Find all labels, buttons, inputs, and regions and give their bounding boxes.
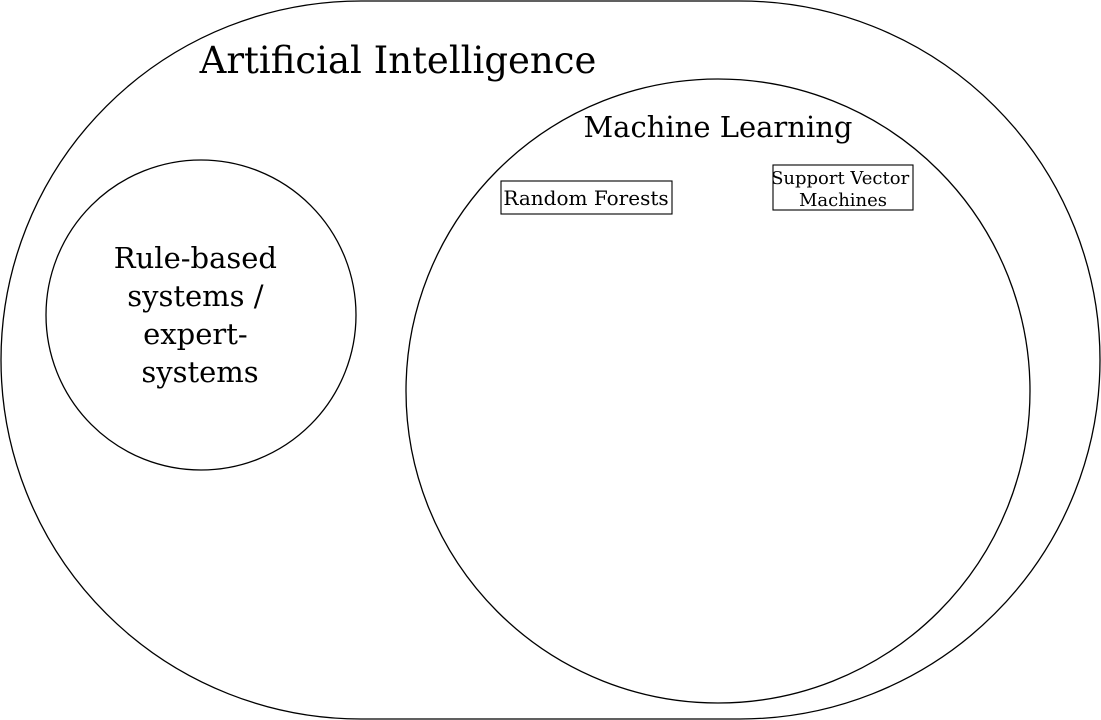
rule-based-label-line-4: systems bbox=[141, 355, 258, 389]
rule-based-label-line-1: Rule-based bbox=[114, 241, 277, 275]
random-forests-label: Random Forests bbox=[503, 186, 668, 210]
svm-label-line-2: Machines bbox=[799, 190, 887, 211]
rule-based-label-line-2: systems / bbox=[127, 279, 264, 313]
rule-based-label-line-3: expert- bbox=[143, 317, 248, 351]
rule-based-label: Rule-based systems / expert- systems bbox=[114, 241, 286, 389]
ml-region bbox=[405, 78, 1031, 704]
ai-label: Artificial Intelligence bbox=[199, 39, 597, 82]
svm-label: Support Vector Machines bbox=[771, 168, 915, 211]
ml-label: Machine Learning bbox=[583, 110, 852, 144]
svm-label-line-1: Support Vector bbox=[771, 168, 910, 189]
svm-box bbox=[772, 164, 914, 211]
rule-based-region bbox=[45, 159, 357, 471]
random-forests-box bbox=[500, 180, 673, 215]
